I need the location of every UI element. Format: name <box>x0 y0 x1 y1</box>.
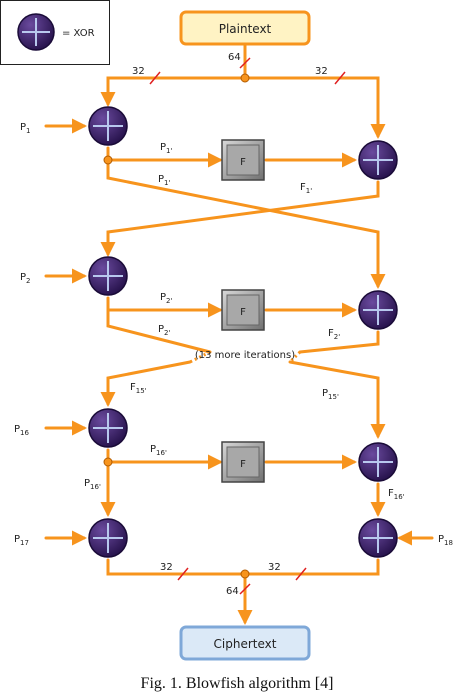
xor-icon <box>17 13 55 51</box>
xor-nodes <box>88 106 398 558</box>
xor-icon <box>88 106 128 146</box>
legend-label: = XOR <box>62 28 95 39</box>
xor-icon <box>88 518 128 558</box>
p18-label: P18 <box>438 534 453 547</box>
edge-labels: P1' P1' F1' P2' P2' F2' F15' P15' P16' P… <box>84 142 405 501</box>
data-flow-lines <box>44 42 434 625</box>
bus-width-labels: 32 64 32 32 64 32 <box>132 52 328 597</box>
xor-icon <box>88 256 128 296</box>
bits-bottom-left: 32 <box>160 562 173 573</box>
more-iterations-label: (13 more iterations) <box>195 350 295 361</box>
xor-icon <box>358 140 398 180</box>
ciphertext-box: Ciphertext <box>179 625 311 661</box>
r16-top-label: P16' <box>150 444 167 457</box>
xor-icon <box>358 290 398 330</box>
f-box: F <box>221 139 265 181</box>
bits-top-mid: 64 <box>228 52 241 63</box>
xor-icon <box>88 408 128 448</box>
p1-label: P1 <box>20 122 31 135</box>
r2-top-label: P2' <box>160 292 172 305</box>
r15-f-label: F15' <box>130 382 147 395</box>
bits-bottom-mid: 64 <box>226 586 239 597</box>
f-box-label: F <box>240 307 246 318</box>
bits-bottom-right: 32 <box>268 562 281 573</box>
r1-f-label: F1' <box>300 182 312 195</box>
r1-cross-label: P1' <box>158 174 170 187</box>
f-box-label: F <box>240 459 246 470</box>
p16-label: P16 <box>14 424 29 437</box>
bits-top-left: 32 <box>132 66 145 77</box>
r16-down-label: P16' <box>84 478 101 491</box>
subkey-labels: P1 P2 P16 P17 P18 <box>14 122 453 547</box>
junction-dots <box>103 73 250 579</box>
r16-f-label: F16' <box>388 488 405 501</box>
f-function-boxes: F F F <box>221 139 265 483</box>
f-box-label: F <box>240 157 246 168</box>
xor-icon <box>358 442 398 482</box>
legend: = XOR <box>0 0 110 65</box>
r2-f-label: F2' <box>328 328 340 341</box>
bus-width-slashes <box>149 57 346 595</box>
p2-label: P2 <box>20 272 31 285</box>
p17-label: P17 <box>14 534 29 547</box>
r2-cross-label: P2' <box>158 324 170 337</box>
xor-icon <box>358 518 398 558</box>
r15-p-label: P15' <box>322 388 339 401</box>
plaintext-box: Plaintext <box>179 10 311 46</box>
figure-caption: Fig. 1. Blowfish algorithm [4] <box>141 675 334 692</box>
f-box: F <box>221 289 265 331</box>
plaintext-label: Plaintext <box>219 22 272 36</box>
ciphertext-label: Ciphertext <box>214 637 277 651</box>
bits-top-right: 32 <box>315 66 328 77</box>
ellipsis-lines <box>189 350 302 364</box>
r1-top-label: P1' <box>160 142 172 155</box>
f-box: F <box>221 441 265 483</box>
